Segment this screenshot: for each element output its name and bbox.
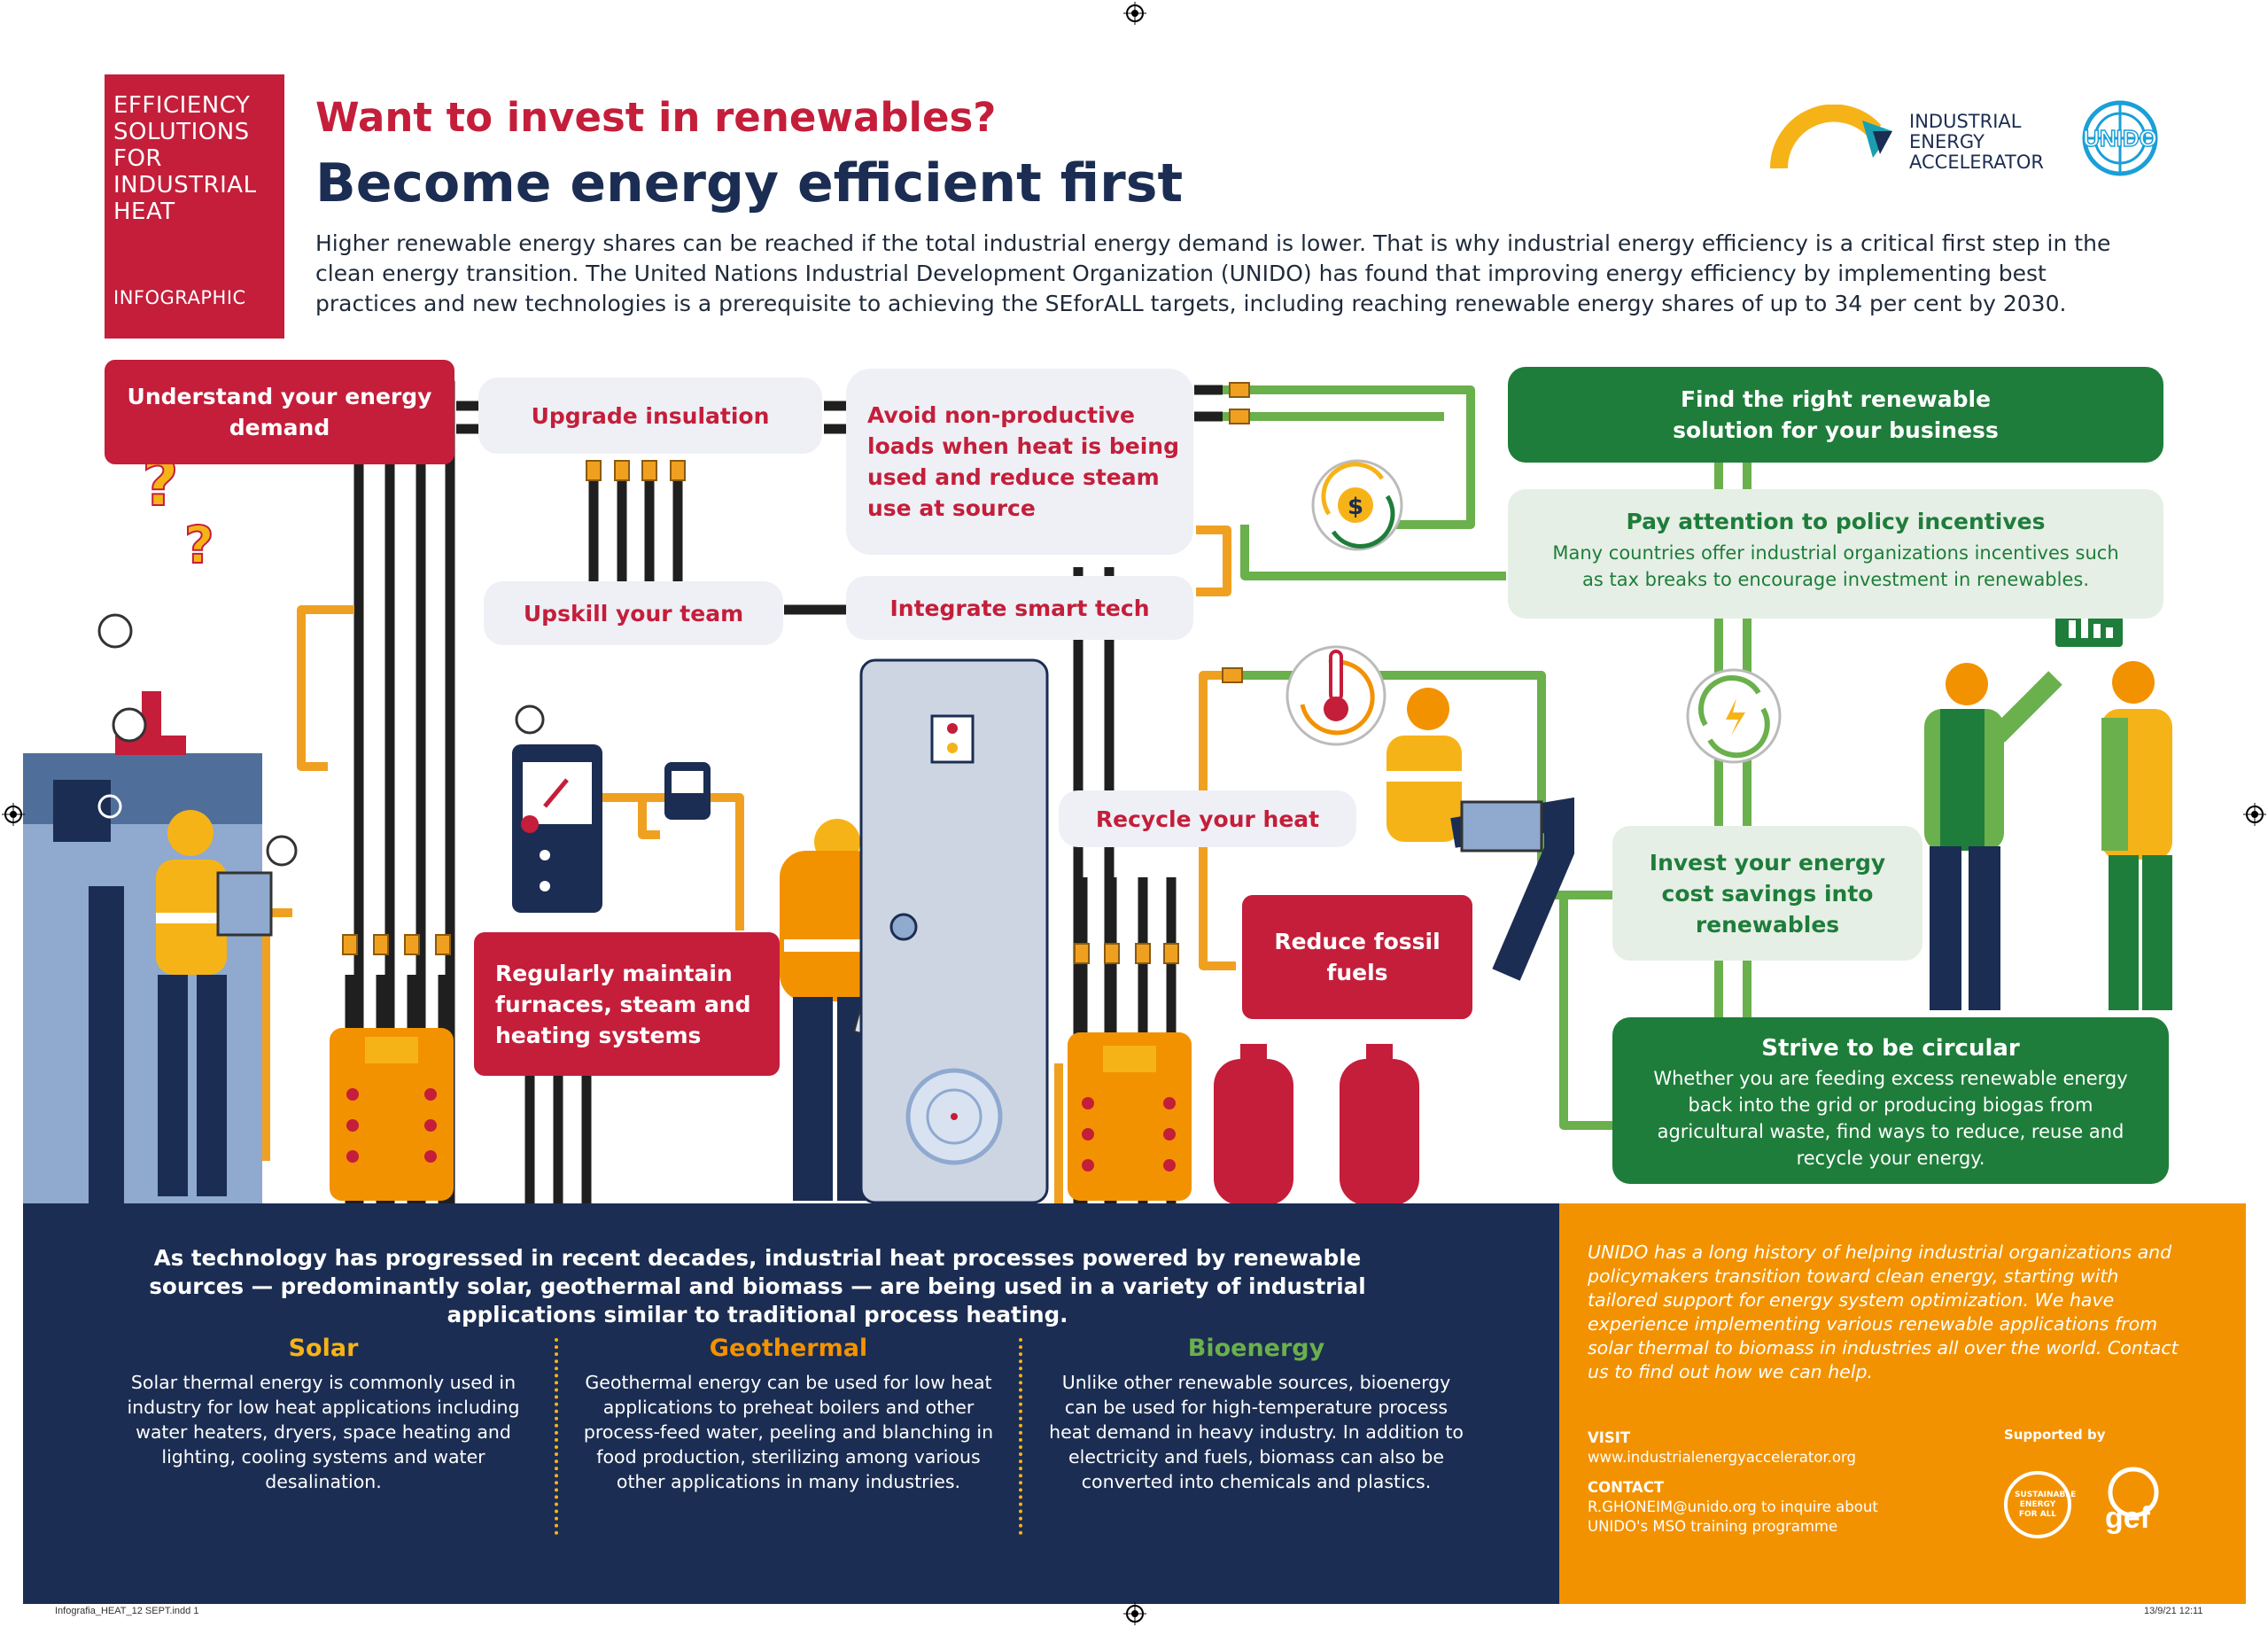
- column-divider: [1019, 1338, 1022, 1535]
- step-circular-title: Strive to be circular: [1761, 1035, 2020, 1062]
- step-upskill-team: Upskill your team: [484, 581, 783, 645]
- step-policy-title: Pay attention to policy incentives: [1626, 509, 2046, 534]
- registration-mark-icon: [1123, 2, 1146, 25]
- geothermal-column: Geothermal Geothermal energy can be used…: [580, 1336, 997, 1494]
- solar-column: Solar Solar thermal energy is commonly u…: [115, 1336, 532, 1494]
- step-maintain-systems: Regularly maintain furnaces, steam and h…: [474, 932, 780, 1076]
- category-title: EFFICIENCY SOLUTIONS FOR INDUSTRIAL HEAT: [113, 92, 257, 225]
- registration-mark-icon: [2, 803, 25, 826]
- geothermal-title: Geothermal: [709, 1335, 868, 1362]
- contact-label: CONTACT: [1588, 1479, 1665, 1496]
- gef-globe-icon: [2108, 1467, 2159, 1518]
- gef-logo-text: gef: [2105, 1501, 2150, 1535]
- file-slug: Infografia_HEAT_12 SEPT.indd 1: [55, 1606, 199, 1616]
- registration-mark-icon: [1123, 1602, 1146, 1625]
- solar-title: Solar: [288, 1335, 359, 1362]
- visit-label: VISIT: [1588, 1429, 1631, 1446]
- step-recycle-heat: Recycle your heat: [1059, 790, 1356, 847]
- seforall-logo-icon: SUSTAINABLE ENERGY FOR ALL: [2004, 1471, 2077, 1538]
- bioenergy-title: Bioenergy: [1187, 1335, 1325, 1362]
- step-understand-demand: Understand your energy demand: [105, 360, 454, 464]
- step-find-renewable: Find the right renewable solution for yo…: [1508, 367, 2163, 463]
- step-circular-text: Whether you are feeding excess renewable…: [1653, 1068, 2128, 1169]
- gef-logo-icon: gef: [2098, 1466, 2165, 1540]
- renewables-panel: [23, 1203, 1559, 1604]
- iea-logo-label: INDUSTRIAL ENERGY ACCELERATOR: [1909, 111, 2044, 173]
- visit-link[interactable]: www.industrialenergyaccelerator.org: [1588, 1449, 1856, 1466]
- unido-logo-icon: UNIDO: [2082, 100, 2158, 176]
- question-heading: Want to invest in renewables?: [315, 94, 997, 141]
- geothermal-text: Geothermal energy can be used for low he…: [583, 1372, 994, 1492]
- unido-description: UNIDO has a long history of helping indu…: [1588, 1242, 2179, 1382]
- unido-logo-text: UNIDO: [2083, 125, 2157, 152]
- step-smart-tech: Integrate smart tech: [846, 576, 1193, 640]
- category-tag: EFFICIENCY SOLUTIONS FOR INDUSTRIAL HEAT…: [105, 74, 284, 339]
- contact-text: R.GHONEIM@unido.org to inquire about UNI…: [1588, 1499, 1878, 1535]
- category-subtitle: INFOGRAPHIC: [113, 287, 246, 308]
- step-avoid-loads: Avoid non-productive loads when heat is …: [846, 369, 1193, 555]
- step-upgrade-insulation: Upgrade insulation: [478, 378, 822, 454]
- renewables-intro: As technology has progressed in recent d…: [149, 1245, 1366, 1327]
- solar-text: Solar thermal energy is commonly used in…: [127, 1372, 520, 1492]
- step-policy-text: Many countries offer industrial organiza…: [1552, 542, 2119, 590]
- registration-mark-icon: [2243, 803, 2266, 826]
- page-title: Become energy efficient first: [315, 152, 1184, 214]
- iea-logo-icon: [1769, 105, 1892, 169]
- svg-text:?: ?: [184, 515, 214, 575]
- supported-by-label: Supported by: [2004, 1427, 2106, 1443]
- seforall-logo-text: SUSTAINABLE ENERGY FOR ALL: [2015, 1490, 2077, 1519]
- column-divider: [555, 1338, 558, 1535]
- intro-paragraph: Higher renewable energy shares can be re…: [315, 230, 2111, 316]
- step-reduce-fossil: Reduce fossil fuels: [1242, 895, 1472, 1019]
- bioenergy-column: Bioenergy Unlike other renewable sources…: [1048, 1336, 1464, 1494]
- svg-text:$: $: [1348, 494, 1363, 520]
- step-policy-card: Pay attention to policy incentives Many …: [1508, 489, 2163, 619]
- print-date: 13/9/21 12:11: [2144, 1606, 2203, 1616]
- step-invest-savings: Invest your energy cost savings into ren…: [1612, 826, 1922, 961]
- unido-panel: [1559, 1203, 2246, 1604]
- bioenergy-text: Unlike other renewable sources, bioenerg…: [1049, 1372, 1464, 1492]
- step-circular-card: Strive to be circular Whether you are fe…: [1612, 1017, 2169, 1184]
